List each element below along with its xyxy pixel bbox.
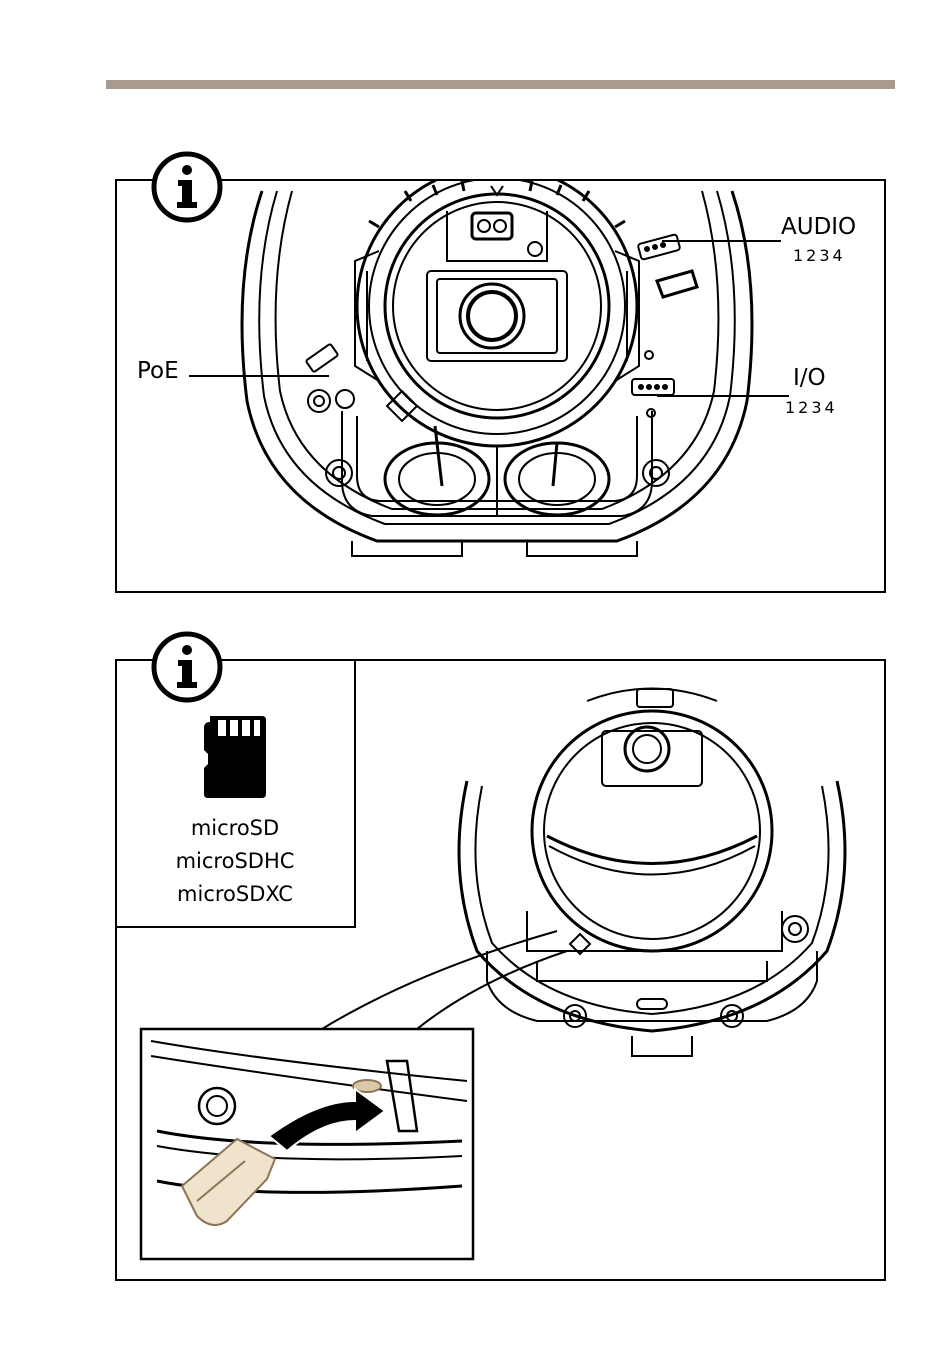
audio-label: AUDIO	[781, 214, 856, 240]
header-bar	[106, 80, 895, 89]
info-icon-2	[150, 630, 224, 704]
card-type-microsdxc: microSDXC	[117, 878, 353, 911]
card-type-microsdhc: microSDHC	[117, 845, 353, 878]
io-label: I/O	[793, 365, 826, 391]
camera-connectors-illustration	[117, 181, 884, 591]
io-pins-label: 1234	[785, 398, 838, 417]
connector-diagram-panel	[115, 179, 886, 593]
microsd-card-icon	[204, 716, 266, 798]
card-type-microsd: microSD	[117, 812, 353, 845]
info-icon	[150, 150, 224, 224]
card-type-list: microSD microSDHC microSDXC	[117, 812, 353, 911]
poe-label: PoE	[137, 358, 179, 384]
audio-pins-label: 1234	[793, 246, 846, 265]
